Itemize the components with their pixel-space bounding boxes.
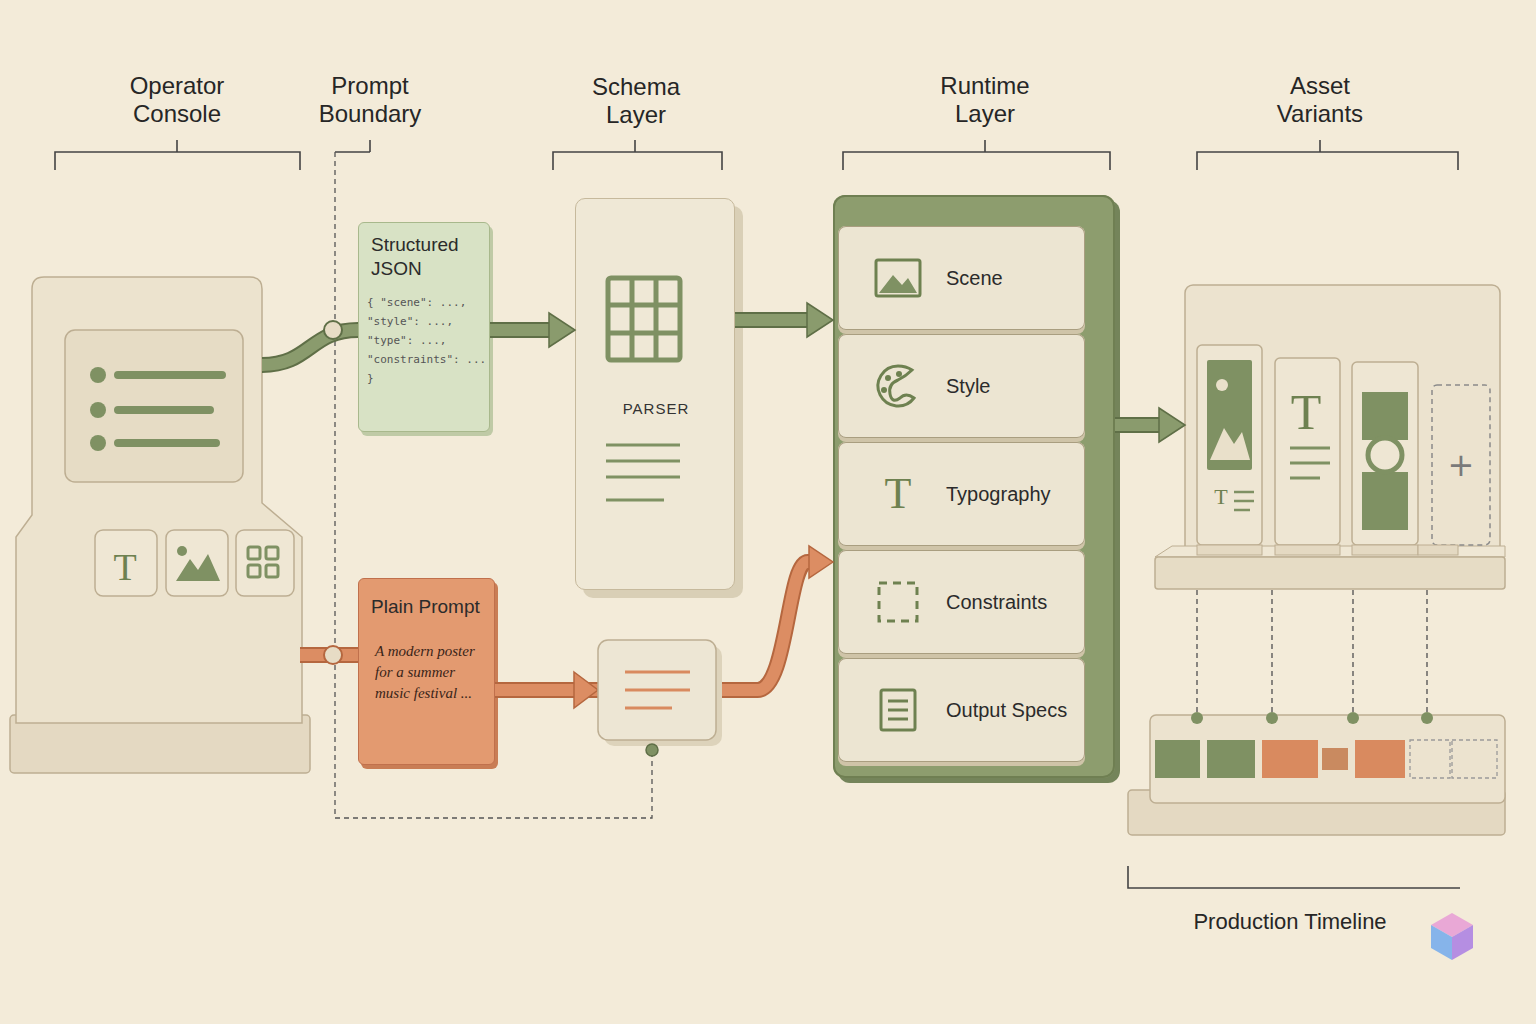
slot-label: Typography (946, 482, 1081, 506)
slot-label: Output Specs (946, 698, 1081, 722)
runtime-slot: Style (838, 334, 1085, 438)
slot-label: Scene (946, 266, 1081, 290)
slot-label: Constraints (946, 590, 1081, 614)
watermark-cube (1431, 913, 1473, 960)
prompt-body: A modern poster for a summer music festi… (375, 641, 487, 704)
boundary-heading: Prompt Boundary (305, 72, 435, 128)
connector-line (1196, 590, 1197, 715)
console-kiosk-art (10, 277, 310, 773)
flow-arrow (735, 303, 833, 337)
boundary-dot (646, 744, 658, 756)
connector-line (1352, 590, 1353, 715)
json-card: Structured JSON { "scene": ..., "style": … (358, 222, 490, 432)
card-title: Structured JSON (371, 233, 486, 281)
connector-line (495, 562, 813, 690)
card-title: Plain Prompt (371, 595, 493, 619)
flow-pipe (300, 655, 358, 656)
timeline-bar: Production Timeline (1128, 715, 1505, 835)
flow-arrow (1115, 408, 1185, 442)
leader-line (1197, 590, 1198, 715)
leader-line (1272, 590, 1273, 715)
slot-label: Style (946, 374, 1081, 398)
runtime-slot: Constraints (838, 550, 1085, 654)
connector-line (1115, 419, 1163, 431)
connector-line (262, 330, 358, 365)
connector-line (300, 649, 358, 661)
runtime-slot: Scene (838, 226, 1085, 330)
type-icon: T (105, 546, 145, 588)
code-body: { "scene": ..., "style": ..., "type": ..… (367, 293, 489, 388)
prompt-card: Plain Prompt A modern poster for a summer… (358, 578, 495, 765)
flow-pipe (495, 546, 833, 690)
section-heading: Runtime Layer (920, 72, 1050, 128)
parser-block: Schema LayerPARSER (575, 198, 735, 590)
leader-line (1353, 590, 1354, 715)
arrow-head (549, 313, 575, 347)
flow-arrow (490, 313, 575, 347)
connector-line (300, 647, 358, 663)
section-heading: Production Timeline (1150, 909, 1430, 935)
runtime-slot: Typography (838, 442, 1085, 546)
arrow-head (809, 546, 833, 578)
asset-shelf-art (1155, 285, 1505, 589)
arrow-head (1159, 408, 1185, 442)
console-kiosk: Operator Console (10, 275, 305, 770)
connector-line (490, 322, 553, 338)
section-heading: Asset Variants (1255, 72, 1385, 128)
timeline-dots (1191, 712, 1433, 724)
timeline-art (1128, 715, 1505, 835)
section-heading: Operator Console (102, 72, 252, 128)
connector-line (735, 314, 811, 326)
connector-line (1271, 590, 1272, 715)
asset-shelf: Asset Variants (1155, 285, 1505, 590)
preprocess-cube (598, 640, 722, 746)
type-icon: T (1207, 485, 1235, 509)
pipe-joint (324, 321, 342, 339)
section-heading: Schema Layer (571, 73, 701, 129)
type-icon: T (873, 470, 923, 518)
runtime-stack: Runtime LayerSceneStyleTypographyConstra… (833, 195, 1115, 778)
connector-line (490, 324, 553, 336)
pipe-joint (324, 646, 342, 664)
connector-line (1426, 590, 1427, 715)
leader-line (1427, 590, 1428, 715)
type-icon: T (1281, 385, 1331, 439)
flow-pipe (262, 330, 358, 365)
arrow-head (574, 672, 598, 708)
connector-line (262, 330, 358, 365)
connector-line (735, 312, 811, 328)
connector-line (495, 562, 813, 690)
add-symbol: + (1446, 448, 1476, 482)
block-label: PARSER (576, 400, 736, 418)
runtime-slot: Output Specs (838, 658, 1085, 762)
connector-line (1115, 417, 1163, 433)
arrow-head (807, 303, 833, 337)
